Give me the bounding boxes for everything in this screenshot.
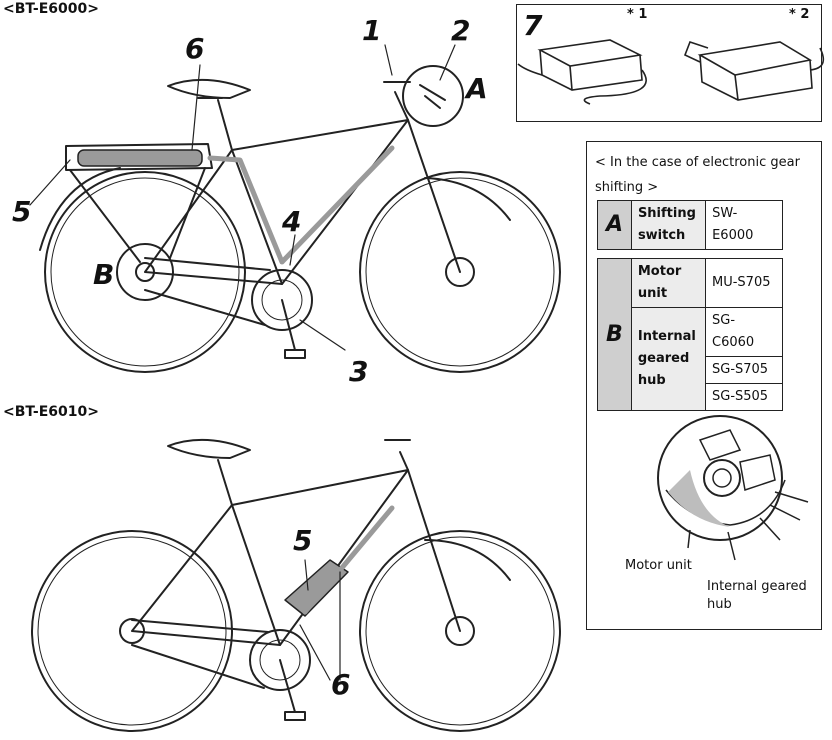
callout-letter-b: B: [93, 258, 115, 291]
callout-5-bottom: 5: [293, 524, 313, 557]
charger-variant-2-label: * 2: [789, 7, 810, 22]
callout-1: 1: [362, 14, 382, 47]
table-desc-motor-unit: Motor unit: [630, 258, 707, 308]
compat-table-b: B Motor unit MU-S705 Internal geared hub…: [597, 258, 783, 411]
callout-4: 4: [282, 205, 302, 238]
table-part-sg-c6060: SG-C6060: [705, 307, 783, 357]
top-bike-drawing: [39, 65, 561, 373]
callout-letter-a: A: [466, 72, 488, 105]
callout-5-top: 5: [12, 195, 32, 228]
callout-7: 7: [523, 9, 543, 42]
table-desc-internal-geared-hub: Internal geared hub: [630, 307, 707, 411]
motor-unit-label: Motor unit: [625, 558, 692, 573]
table-key-b: B: [597, 258, 632, 411]
table-part-sg-s705: SG-S705: [705, 356, 783, 384]
charger-variant-1-label: * 1: [627, 7, 648, 22]
table-part-mu-s705: MU-S705: [705, 258, 783, 308]
compatibility-panel: < In the case of electronic gear shiftin…: [586, 141, 822, 630]
compatibility-title: < In the case of electronic gear shiftin…: [595, 155, 800, 195]
model-heading-bt-e6000: <BT-E6000>: [3, 1, 99, 17]
hub-label: Internal geared hub: [707, 579, 807, 612]
callout-6-bottom: 6: [331, 668, 351, 701]
callout-3: 3: [349, 355, 369, 388]
compat-table-a: A Shifting switch SW-E6000: [597, 200, 783, 250]
table-key-a: A: [597, 200, 632, 250]
table-desc-shifting-switch: Shifting switch: [630, 200, 707, 250]
table-part-sw-e6000: SW-E6000: [705, 200, 783, 250]
bottom-bike-drawing: [31, 438, 561, 732]
table-part-sg-s505: SG-S505: [705, 383, 783, 411]
charger-panel: 7 * 1 * 2: [516, 4, 822, 122]
callout-2: 2: [451, 14, 471, 47]
callout-6-top: 6: [185, 32, 205, 65]
model-heading-bt-e6010: <BT-E6010>: [3, 404, 99, 420]
